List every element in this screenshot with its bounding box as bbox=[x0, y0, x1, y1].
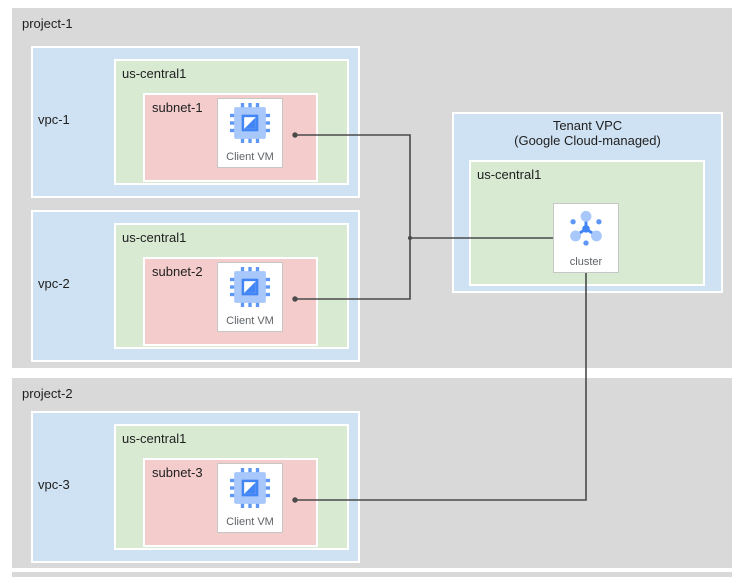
vpc-1-box: vpc-1 us-central1 subnet-1 bbox=[31, 46, 360, 198]
vpc-2-box: vpc-2 us-central1 subnet-2 bbox=[31, 210, 360, 362]
vpc-3-box: vpc-3 us-central1 subnet-3 bbox=[31, 411, 360, 563]
client-vm-node-1: Client VM bbox=[217, 98, 283, 168]
compute-engine-icon bbox=[230, 468, 270, 508]
subnet-3-label: subnet-3 bbox=[152, 465, 203, 480]
client-vm-label: Client VM bbox=[226, 151, 274, 163]
cluster-node: cluster bbox=[553, 203, 619, 273]
subnet-3-box: subnet-3 bbox=[143, 458, 318, 547]
tenant-region-label: us-central1 bbox=[477, 167, 542, 182]
tenant-vpc-title: Tenant VPC (Google Cloud-managed) bbox=[454, 118, 721, 148]
vpc-1-region-label: us-central1 bbox=[122, 66, 187, 81]
project-2-box: project-2 vpc-3 us-central1 subnet-3 bbox=[12, 378, 732, 568]
compute-engine-icon bbox=[230, 103, 270, 143]
vpc-2-label: vpc-2 bbox=[38, 276, 70, 291]
client-vm-node-3: Client VM bbox=[217, 463, 283, 533]
project-1-box: project-1 vpc-1 us-central1 subnet-1 bbox=[12, 8, 732, 368]
subnet-1-label: subnet-1 bbox=[152, 100, 203, 115]
tenant-vpc-title-line1: Tenant VPC bbox=[552, 118, 623, 133]
cluster-icon bbox=[566, 208, 606, 248]
tenant-region-box: us-central1 bbox=[469, 160, 705, 286]
bottom-partial-box-edge bbox=[12, 572, 732, 577]
cluster-label: cluster bbox=[569, 256, 603, 268]
client-vm-label: Client VM bbox=[226, 516, 274, 528]
project-2-label: project-2 bbox=[22, 386, 73, 401]
vpc-3-region-box: us-central1 subnet-3 bbox=[114, 424, 349, 550]
subnet-1-box: subnet-1 bbox=[143, 93, 318, 182]
vpc-3-label: vpc-3 bbox=[38, 477, 70, 492]
tenant-vpc-title-line2: (Google Cloud-managed) bbox=[514, 133, 661, 148]
vpc-2-region-box: us-central1 subnet-2 bbox=[114, 223, 349, 349]
client-vm-label: Client VM bbox=[226, 315, 274, 327]
subnet-2-label: subnet-2 bbox=[152, 264, 203, 279]
vpc-3-region-label: us-central1 bbox=[122, 431, 187, 446]
client-vm-node-2: Client VM bbox=[217, 262, 283, 332]
project-1-label: project-1 bbox=[22, 16, 73, 31]
vpc-1-region-box: us-central1 subnet-1 bbox=[114, 59, 349, 185]
compute-engine-icon bbox=[230, 267, 270, 307]
tenant-vpc-box: Tenant VPC (Google Cloud-managed) us-cen… bbox=[452, 112, 723, 293]
vpc-2-region-label: us-central1 bbox=[122, 230, 187, 245]
vpc-1-label: vpc-1 bbox=[38, 112, 70, 127]
subnet-2-box: subnet-2 bbox=[143, 257, 318, 346]
